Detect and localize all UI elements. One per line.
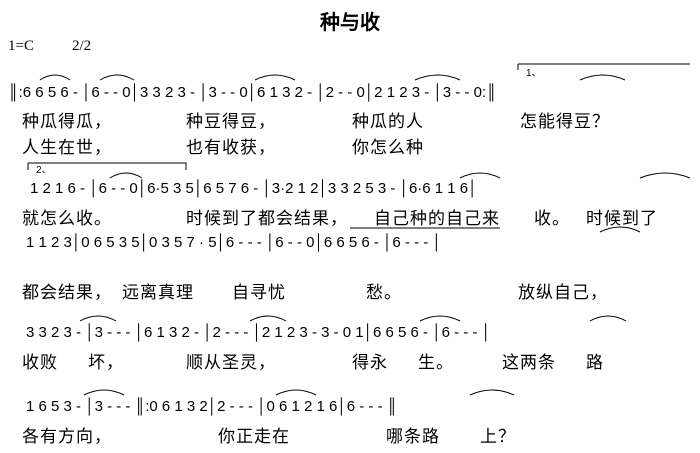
slur — [79, 315, 117, 322]
time-signature: 2/2 — [72, 38, 92, 54]
lyric: 都会结果， — [22, 283, 112, 303]
system-5-notes: 1 6 5 3 - │3 - - - ║:0 6 1 3 2│2 - - - │… — [26, 397, 397, 416]
lyric: 各有方向， — [22, 427, 112, 447]
lyric: 放纵自己， — [518, 283, 608, 303]
slur — [469, 389, 515, 396]
slur — [254, 74, 296, 81]
slur — [83, 389, 125, 396]
lyric: 坏， — [88, 353, 124, 373]
system-3-notes: 1 1 2 3│0 6 5 3 5│0 3 5 7 · 5│6 - - - │6… — [26, 233, 442, 252]
lyric: 收。 — [534, 209, 570, 229]
lyric: 收败 — [22, 353, 58, 373]
system-1-notes: ║:6 6 5 6 - │6 - - 0│3 3 2 3 - │3 - - 0│… — [8, 83, 497, 102]
lyric: 得永 — [352, 353, 388, 373]
slur — [109, 172, 143, 179]
system-4-notes: 3 3 2 3 - │3 - - - │6 1 3 2 - │2 - - - │… — [26, 323, 491, 342]
lyric: 自己种的自己来 — [374, 209, 500, 229]
slur — [249, 315, 287, 322]
lyric: 路 — [586, 353, 604, 373]
slur — [39, 74, 71, 81]
ending-mark-2: 2、 — [36, 165, 52, 176]
lyric: 这两条 — [502, 353, 556, 373]
lyric: 也有收获， — [186, 138, 276, 158]
lyric: 愁。 — [366, 283, 402, 303]
lyric: 种豆得豆， — [186, 112, 276, 132]
lyric: 时候到了都会结果， — [186, 209, 348, 229]
slur — [414, 74, 461, 81]
system-1: ║:6 6 5 6 - │6 - - 0│3 3 2 3 - │3 - - 0│… — [8, 63, 690, 102]
slur — [579, 74, 626, 81]
slur — [419, 315, 461, 322]
key-signature: 1=C — [8, 38, 34, 54]
song-title: 种与收 — [320, 10, 380, 34]
lyric: 自寻忧 — [232, 283, 286, 303]
lyric: 种瓜得瓜， — [22, 112, 112, 132]
slur — [589, 315, 627, 322]
ending-bracket-1 — [517, 63, 690, 70]
lyric: 人生在世， — [22, 138, 112, 158]
lyric: 哪条路 — [386, 427, 440, 447]
lyric: 顺从圣灵， — [186, 353, 276, 373]
system-3: 1 1 2 3│0 6 5 3 5│0 3 5 7 · 5│6 - - - │6… — [26, 226, 641, 252]
lyric: 远离真理 — [122, 283, 194, 303]
lyric: 时候到了 — [586, 209, 658, 229]
slur — [599, 226, 641, 233]
lyric: 上？ — [480, 427, 516, 447]
lyric: 怎能得豆？ — [520, 112, 610, 132]
lyric: 你正走在 — [218, 427, 290, 447]
lyric: 种瓜的人 — [352, 112, 424, 132]
system-2-notes: 1 2 1 6 - │6 - - 0│6·5 3 5│6 5 7 6 - │3·… — [30, 179, 478, 198]
slur — [99, 74, 135, 81]
lyric: 就怎么收。 — [22, 209, 112, 229]
system-4: 3 3 2 3 - │3 - - - │6 1 3 2 - │2 - - - │… — [26, 315, 627, 342]
slur — [275, 389, 317, 396]
slur — [639, 172, 691, 179]
ending-bracket-2 — [27, 162, 187, 170]
system-5: 1 6 5 3 - │3 - - - ║:0 6 1 3 2│2 - - - │… — [26, 389, 515, 416]
lyric: 生。 — [418, 353, 454, 373]
lyric: 你怎么种 — [352, 138, 424, 158]
ending-mark-1: 1、 — [526, 68, 542, 79]
system-2: 1 2 1 6 - │6 - - 0│6·5 3 5│6 5 7 6 - │3·… — [27, 162, 691, 198]
slur — [459, 172, 501, 179]
